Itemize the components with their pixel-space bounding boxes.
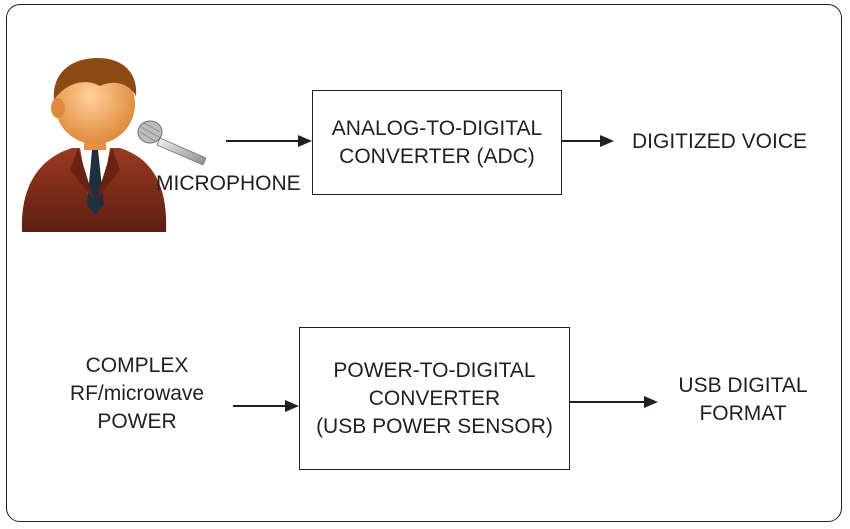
usb-output-line-1: USB DIGITAL <box>678 374 808 397</box>
arrow-mic-to-adc <box>226 135 312 147</box>
sensor-block-line-2: CONVERTER <box>368 386 501 410</box>
digitized-voice-label: DIGITIZED VOICE <box>632 130 808 153</box>
sensor-block-line-1: POWER-TO-DIGITAL <box>333 358 536 382</box>
arrow-adc-to-output <box>561 135 614 147</box>
person-icon <box>21 58 167 232</box>
adc-block-line-2: CONVERTER (ADC) <box>339 144 535 168</box>
rf-power-line-2: RF/microwave <box>69 382 205 405</box>
rf-power-label: COMPLEX RF/microwave POWER <box>52 352 222 436</box>
sensor-block-line-3: (USB POWER SENSOR) <box>316 414 553 438</box>
adc-block-line-1: ANALOG-TO-DIGITAL <box>331 116 543 140</box>
diagram-frame <box>6 4 842 522</box>
power-sensor-block: POWER-TO-DIGITAL CONVERTER (USB POWER SE… <box>299 327 570 470</box>
arrow-sensor-to-output <box>569 396 658 408</box>
rf-power-line-1: COMPLEX <box>85 354 189 377</box>
usb-output-line-2: FORMAT <box>699 402 787 425</box>
rf-power-line-3: POWER <box>97 410 177 433</box>
usb-output-label: USB DIGITAL FORMAT <box>668 372 818 428</box>
microphone-icon <box>137 120 207 166</box>
arrow-power-to-sensor <box>233 400 299 412</box>
microphone-label: MICROPHONE <box>156 172 301 195</box>
adc-block: ANALOG-TO-DIGITAL CONVERTER (ADC) <box>312 90 562 195</box>
